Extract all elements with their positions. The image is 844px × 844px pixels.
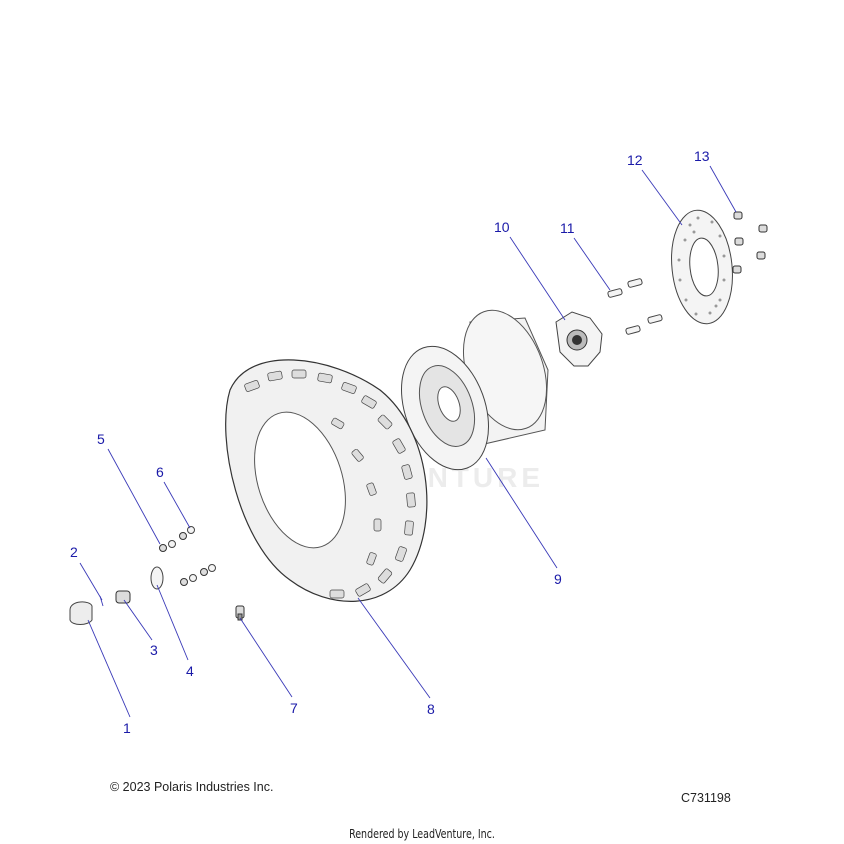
callout-5: 5 xyxy=(97,431,105,447)
callout-7: 7 xyxy=(290,700,298,716)
wheel-rim xyxy=(401,309,549,471)
callout-12: 12 xyxy=(627,152,643,168)
callout-1: 1 xyxy=(123,720,131,736)
callout-labels: 1 2 3 4 5 6 7 8 9 10 11 12 13 xyxy=(70,148,710,736)
diagram-code: C731198 xyxy=(681,791,731,805)
callout-6: 6 xyxy=(156,464,164,480)
leader-lines xyxy=(79,165,737,718)
callout-13: 13 xyxy=(694,148,710,164)
brake-disc xyxy=(671,209,733,325)
castle-nut xyxy=(115,590,131,604)
callout-2: 2 xyxy=(70,544,78,560)
callout-11: 11 xyxy=(560,220,575,236)
rendered-by-text: Rendered by LeadVenture, Inc. xyxy=(349,827,495,841)
copyright-text: © 2023 Polaris Industries Inc. xyxy=(110,780,274,794)
disc-bolts xyxy=(732,211,768,274)
thrust-washer xyxy=(150,566,164,590)
callout-10: 10 xyxy=(494,219,510,235)
callout-9: 9 xyxy=(554,571,562,587)
valve-stem xyxy=(235,605,245,621)
tire xyxy=(225,359,428,602)
callout-4: 4 xyxy=(186,663,194,679)
lug-nuts-and-washers xyxy=(159,526,216,586)
callout-3: 3 xyxy=(150,642,158,658)
hub-cap xyxy=(69,601,93,625)
callout-8: 8 xyxy=(427,701,435,717)
wheel-hub xyxy=(555,311,603,367)
wheel-studs xyxy=(607,278,663,335)
